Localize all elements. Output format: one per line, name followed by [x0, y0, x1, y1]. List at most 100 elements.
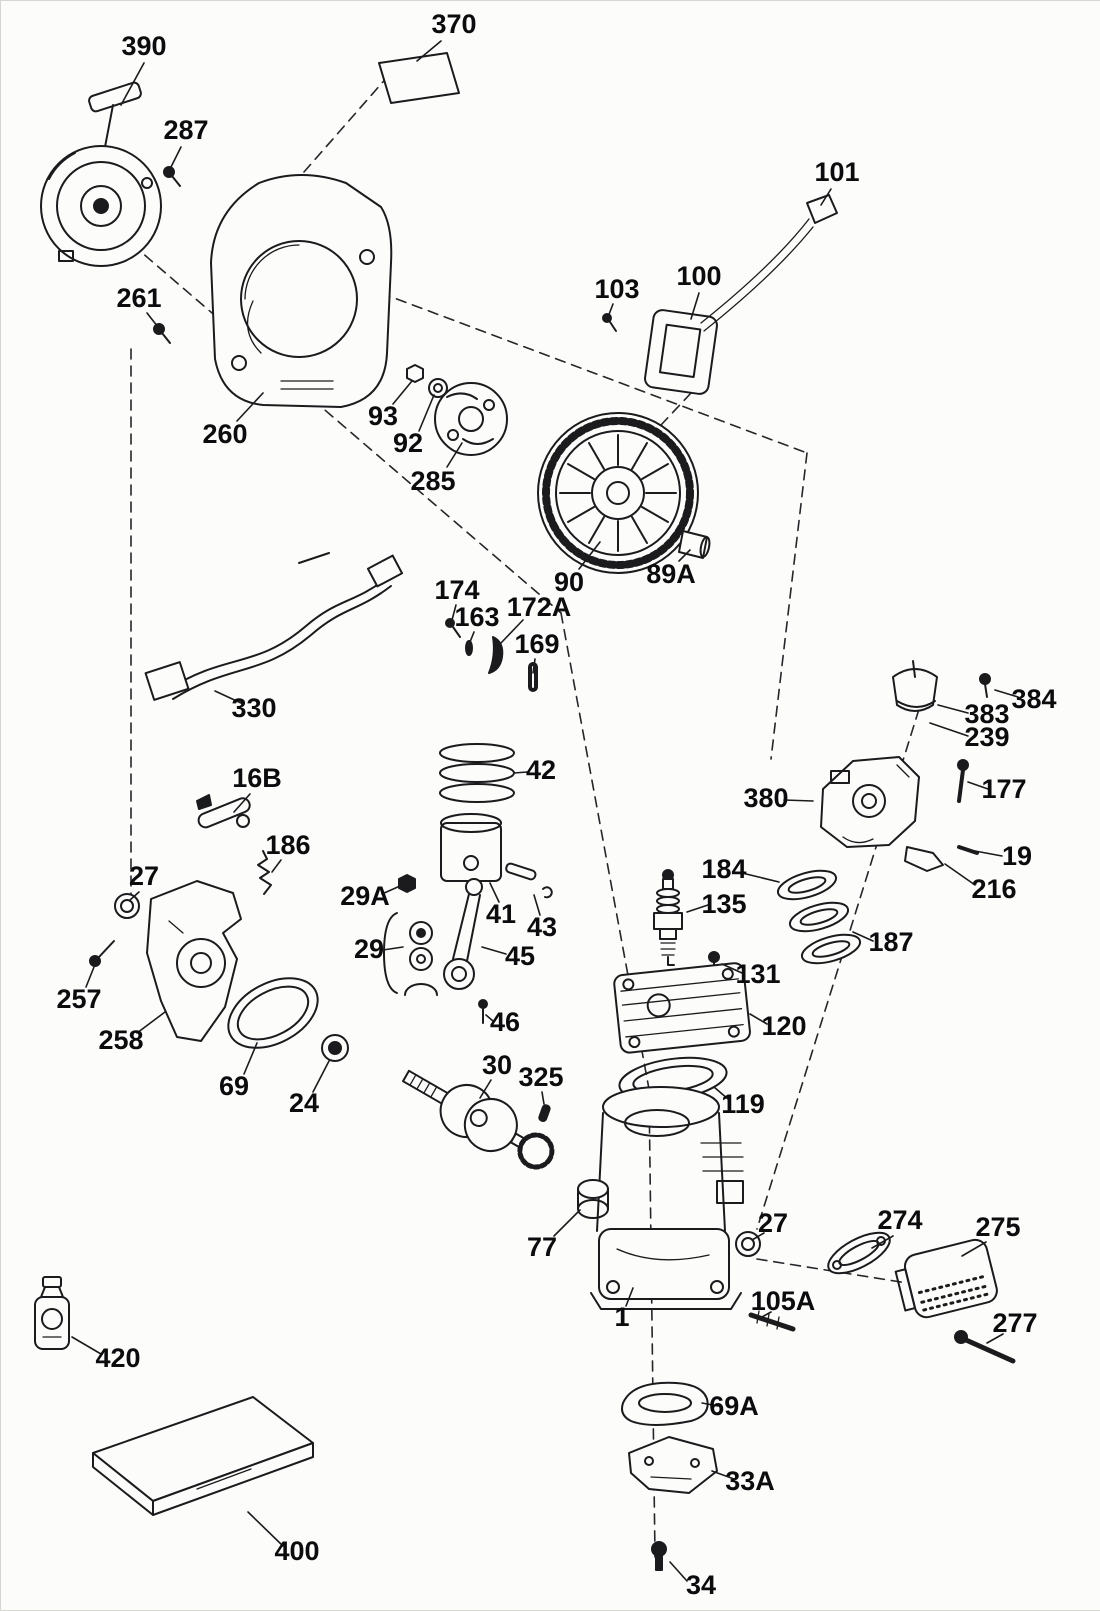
- part-label-69: 69: [219, 1071, 249, 1101]
- part-label-105A: 105A: [751, 1286, 816, 1316]
- leader-line-93: [392, 380, 413, 405]
- leader-line-172A: [500, 619, 524, 644]
- part-label-93: 93: [368, 401, 398, 431]
- part-label-19: 19: [1002, 841, 1032, 871]
- flywheel-90: [537, 412, 699, 574]
- part-label-400: 400: [274, 1536, 319, 1566]
- part-label-69A: 69A: [709, 1391, 759, 1421]
- gasket-370: [378, 52, 460, 104]
- bracket-33A: [628, 1436, 718, 1494]
- leader-line-30: [479, 1079, 492, 1099]
- muffler-275: [894, 1238, 998, 1319]
- part-label-92: 92: [393, 428, 423, 458]
- part-label-177: 177: [981, 774, 1026, 804]
- leader-line-131: [721, 963, 743, 974]
- leader-line-257: [85, 966, 95, 988]
- part-label-43: 43: [527, 912, 557, 942]
- leader-line-16B: [233, 793, 251, 813]
- stud-105A: [748, 1310, 796, 1332]
- crank-key-325: [538, 1104, 551, 1123]
- leader-line-383: [937, 704, 969, 714]
- part-label-101: 101: [814, 157, 859, 187]
- leader-line-92: [418, 394, 435, 432]
- throttle-link-216: [904, 846, 944, 872]
- leader-line-169: [532, 658, 536, 674]
- spring-186: [257, 850, 272, 895]
- leader-line-330: [214, 690, 242, 704]
- leader-line-120: [749, 1013, 768, 1025]
- part-label-41: 41: [486, 899, 516, 929]
- leader-line-27: [129, 891, 140, 901]
- retainer-clip-169: [528, 662, 538, 692]
- crankshaft-30: [402, 1069, 555, 1170]
- recoil-starter: [40, 81, 162, 267]
- leader-line-135: [686, 904, 709, 913]
- housing-screw-261: [153, 323, 171, 344]
- pin-163: [465, 640, 473, 656]
- leader-line-105A: [759, 1311, 772, 1319]
- leader-line-420: [71, 1336, 102, 1355]
- leader-line-177: [967, 781, 989, 790]
- carb-bolt-177: [957, 759, 969, 803]
- leader-lines: [71, 40, 1019, 1582]
- leader-line-260: [236, 392, 264, 422]
- leader-line-19: [974, 850, 1003, 857]
- leader-line-101: [820, 188, 832, 206]
- screw-174: [445, 618, 461, 638]
- leader-line-285: [446, 442, 463, 468]
- leader-line-1: [625, 1287, 634, 1307]
- gasket-69A: [621, 1381, 709, 1426]
- part-label-330: 330: [231, 693, 276, 723]
- part-label-186: 186: [265, 830, 310, 860]
- part-label-370: 370: [431, 9, 476, 39]
- leader-line-27: [751, 1232, 765, 1241]
- leader-line-216: [944, 863, 976, 886]
- part-label-216: 216: [971, 874, 1016, 904]
- leader-line-239: [929, 722, 969, 737]
- leader-line-103: [607, 303, 614, 318]
- washer-92: [428, 378, 448, 398]
- blower-housing: [210, 174, 393, 408]
- part-label-275: 275: [975, 1212, 1020, 1242]
- governor-lever-16B: [196, 794, 251, 829]
- leader-line-325: [541, 1091, 545, 1105]
- screw-257: [89, 940, 115, 967]
- leader-line-77: [553, 1209, 581, 1237]
- part-label-16B: 16B: [232, 763, 282, 793]
- bearing-set-29: [383, 912, 438, 996]
- ignition-coil-100: [644, 218, 814, 395]
- leader-line-43: [533, 894, 541, 916]
- leader-line-46: [485, 1014, 494, 1022]
- part-label-169: 169: [514, 629, 559, 659]
- coil-screw-103: [602, 313, 617, 332]
- screw-19: [957, 845, 979, 855]
- leader-line-100: [690, 292, 700, 320]
- leader-line-258: [136, 1011, 166, 1034]
- leader-line-90: [578, 541, 601, 570]
- leader-line-69A: [701, 1402, 719, 1407]
- flywheel-nut-93: [406, 364, 424, 383]
- cylinder-assembly-1: [590, 1086, 744, 1310]
- part-label-325: 325: [518, 1062, 563, 1092]
- part-label-120: 120: [761, 1011, 806, 1041]
- part-label-274: 274: [877, 1205, 922, 1235]
- leader-line-187: [852, 931, 874, 942]
- part-label-33A: 33A: [725, 1466, 775, 1496]
- leader-line-119: [713, 1086, 729, 1100]
- starter-screw-287: [163, 166, 181, 187]
- leader-line-261: [146, 312, 159, 328]
- part-label-27: 27: [758, 1208, 788, 1238]
- spark-plug-135: [653, 869, 683, 966]
- part-label-380: 380: [743, 783, 788, 813]
- leader-line-41: [489, 882, 500, 903]
- part-label-27: 27: [129, 861, 159, 891]
- crankcase-cover-258: [146, 880, 242, 1042]
- part-label-135: 135: [701, 889, 746, 919]
- leader-line-184: [741, 872, 780, 883]
- part-label-172A: 172A: [507, 592, 572, 622]
- muffler-gasket-274: [827, 1231, 891, 1275]
- clamp-screw-384: [979, 673, 991, 698]
